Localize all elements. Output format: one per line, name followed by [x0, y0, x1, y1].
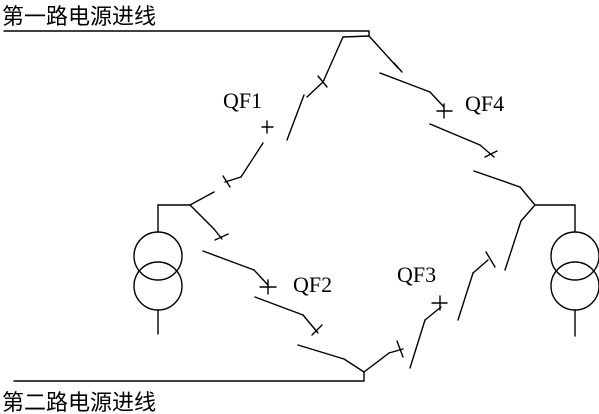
top-switch-cluster [342, 35, 403, 73]
source-line-2-label: 第二路电源进线 [2, 391, 156, 414]
qf2-label: QF2 [293, 272, 332, 297]
qf3-label: QF3 [397, 262, 436, 287]
qf2-breaker: QF2 [202, 250, 332, 336]
bottom-switch-cluster [297, 340, 404, 373]
right-transformer [550, 231, 599, 337]
qf1-breaker: QF1 [222, 36, 344, 188]
qf4-breaker: QF4 [379, 72, 504, 158]
left-transformer [133, 231, 183, 335]
incoming-line-1 [3, 30, 370, 37]
incoming-line-2 [13, 371, 365, 382]
source-line-1-label: 第一路电源进线 [2, 5, 156, 30]
right-junction [473, 170, 576, 233]
qf1-label: QF1 [223, 88, 262, 113]
qf3-breaker: QF3 [397, 204, 536, 369]
qf4-label: QF4 [465, 91, 504, 116]
left-junction [157, 191, 229, 241]
